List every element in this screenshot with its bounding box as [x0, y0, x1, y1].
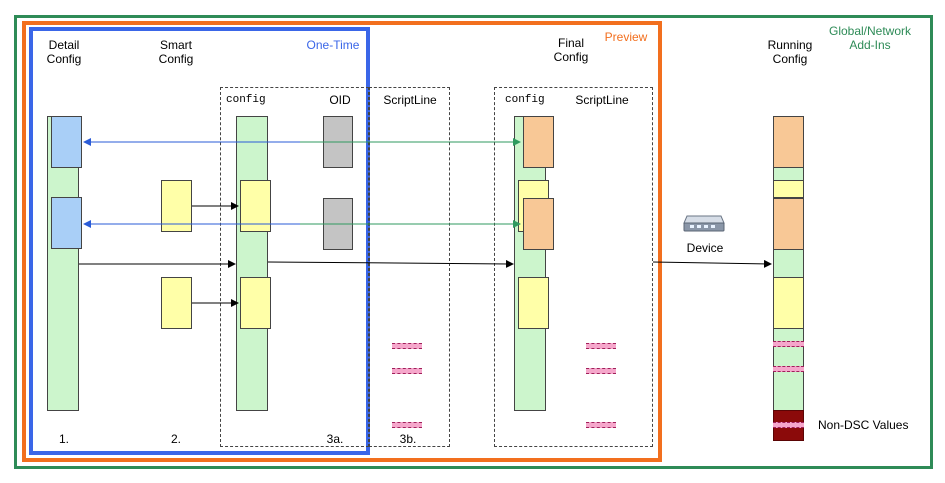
config-to-final-arrow: [267, 259, 514, 268]
running-config-yellow-2: [773, 277, 804, 329]
smart-config-block-1: [161, 180, 192, 232]
running-config-yellow-1: [773, 180, 804, 198]
final-scriptline-label: ScriptLine: [575, 93, 629, 107]
detail-config-block-2: [51, 197, 82, 249]
global-network-label: Global/Network Add-Ins: [828, 24, 912, 52]
step-2-label: 2.: [170, 432, 181, 446]
running-config-orange-1: [773, 116, 804, 168]
smart-config-block-2: [161, 277, 192, 329]
global-network-frame: [14, 15, 933, 469]
one-time-label: One-Time: [306, 38, 360, 52]
device-icon: [683, 210, 725, 234]
final-config-orange-1: [523, 116, 554, 168]
preview-label: Preview: [604, 30, 648, 44]
config-oid-box: [220, 87, 369, 447]
final-config-mono-label: config: [505, 94, 545, 106]
scriptline-label: ScriptLine: [383, 93, 437, 107]
step-1-label: 1.: [58, 432, 69, 446]
non-dsc-marker: [773, 422, 804, 428]
scriptline-box: [369, 87, 450, 447]
device-label: Device: [686, 241, 724, 255]
final-to-running-arrow: [652, 259, 772, 268]
scriptline-marker-1: [392, 343, 422, 349]
oid-label: OID: [329, 93, 351, 107]
running-config-orange-2: [773, 198, 804, 250]
running-config-marker-1: [773, 341, 804, 347]
detail-config-header: Detail Config: [46, 38, 82, 66]
final-scriptline-marker-2: [586, 368, 616, 374]
smart-config-header: Smart Config: [158, 38, 194, 66]
final-scriptline-marker-3: [586, 422, 616, 428]
preview-frame: [22, 21, 662, 462]
final-config-orange-2: [523, 198, 554, 250]
detail-config-block-1: [51, 116, 82, 168]
step-3b-label: 3b.: [399, 432, 417, 446]
final-config-yellow-2: [518, 277, 549, 329]
running-config-header: Running Config: [767, 38, 813, 66]
final-config-box: [494, 87, 653, 447]
final-config-header: Final Config: [553, 36, 589, 64]
config-block-1: [240, 180, 271, 232]
config-block-2: [240, 277, 271, 329]
final-scriptline-marker-1: [586, 343, 616, 349]
scriptline-marker-2: [392, 368, 422, 374]
config-bar: [236, 116, 268, 411]
running-config-marker-2: [773, 366, 804, 372]
step-3a-label: 3a.: [326, 432, 344, 446]
config-label: config: [226, 94, 266, 106]
non-dsc-values-label: Non-DSC Values: [818, 418, 909, 432]
scriptline-marker-3: [392, 422, 422, 428]
